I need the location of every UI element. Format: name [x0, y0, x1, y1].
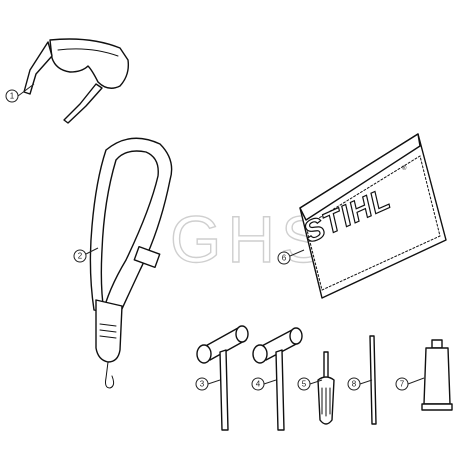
svg-text:7: 7 [400, 380, 405, 389]
shoulder-strap [89, 137, 173, 389]
screwdriver [317, 351, 335, 425]
safety-glasses [23, 38, 130, 124]
leader-lines [17, 83, 425, 385]
callout-1: 1 [5, 89, 19, 103]
watermark: GHS [170, 202, 331, 276]
combination-wrench-b [252, 327, 303, 431]
svg-text:4: 4 [256, 380, 261, 389]
tool-pouch: STIHL ® [298, 133, 447, 299]
callout-7: 7 [395, 377, 409, 391]
svg-text:8: 8 [352, 380, 357, 389]
callout-8: 8 [347, 377, 361, 391]
callout-6: 6 [277, 251, 291, 265]
callout-5: 5 [297, 377, 311, 391]
registered-mark: ® [402, 165, 407, 172]
svg-text:2: 2 [78, 252, 83, 261]
grease-tube [421, 339, 453, 411]
svg-text:6: 6 [282, 254, 287, 263]
callout-4: 4 [251, 377, 265, 391]
svg-text:3: 3 [200, 380, 205, 389]
svg-text:1: 1 [10, 92, 15, 101]
callout-2: 2 [73, 249, 87, 263]
combination-wrench-a [196, 325, 249, 431]
callout-3: 3 [195, 377, 209, 391]
svg-text:5: 5 [302, 380, 307, 389]
locking-pin [369, 335, 377, 425]
